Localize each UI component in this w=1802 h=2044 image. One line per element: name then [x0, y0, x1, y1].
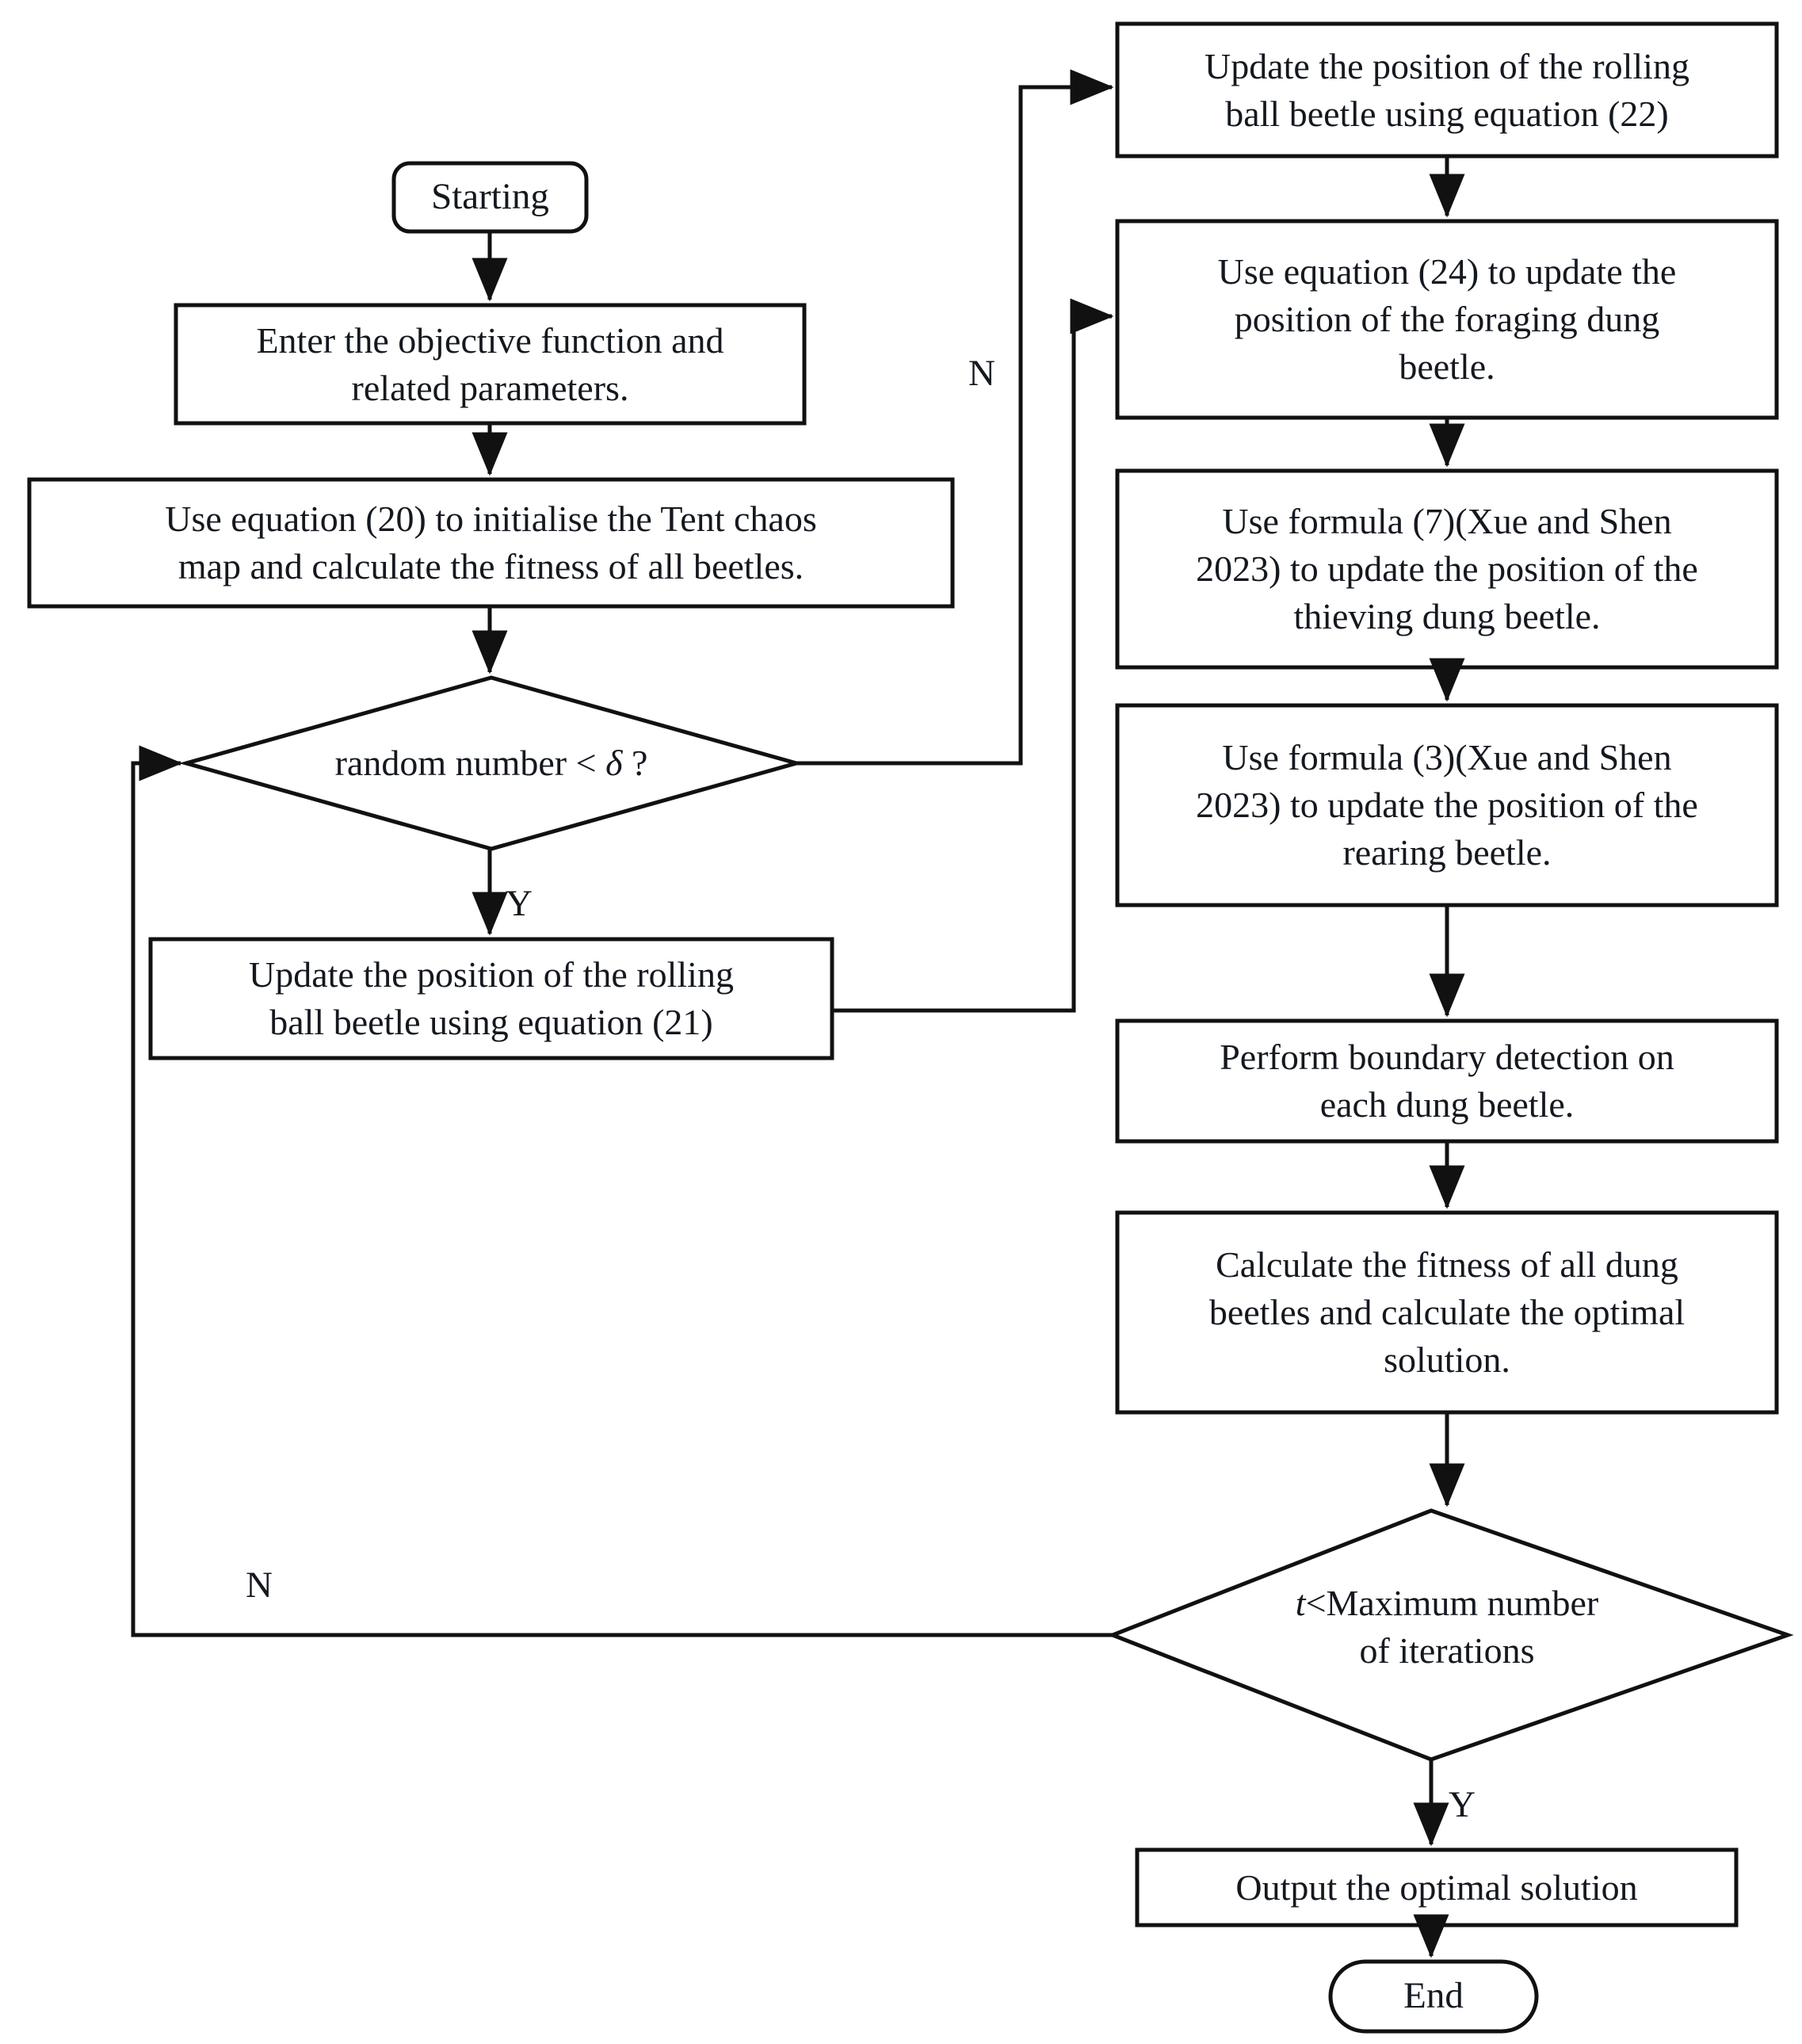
- node-output-shape[interactable]: [1135, 1847, 1739, 1927]
- node-enter-objective-shape[interactable]: [174, 303, 807, 426]
- node-iter-check-shape[interactable]: [1107, 1508, 1794, 1762]
- node-start-shape[interactable]: [391, 161, 589, 234]
- edge-iter-no-to-random: [131, 745, 1113, 1637]
- edge-label-iter-yes: Y: [1449, 1784, 1476, 1825]
- edge-label-random-yes: Y: [506, 883, 533, 924]
- edge-label-iter-no: N: [246, 1565, 273, 1606]
- node-roll-21-shape[interactable]: [148, 937, 834, 1060]
- node-boundary-shape[interactable]: [1115, 1018, 1779, 1144]
- node-tent-chaos-shape[interactable]: [27, 477, 955, 609]
- node-thieve-7-shape[interactable]: [1115, 468, 1779, 670]
- node-end-shape[interactable]: [1328, 1959, 1539, 2034]
- node-forage-24-shape[interactable]: [1115, 219, 1779, 420]
- edge-random-no-to-roll22: [796, 69, 1114, 766]
- edge-label-random-no: N: [968, 353, 995, 394]
- node-random-check-shape[interactable]: [178, 675, 804, 851]
- edge-roll21-to-forage24: [832, 298, 1114, 1013]
- node-fitness-shape[interactable]: [1115, 1210, 1779, 1415]
- node-roll-22-shape[interactable]: [1115, 21, 1779, 159]
- node-rear-3-shape[interactable]: [1115, 703, 1779, 907]
